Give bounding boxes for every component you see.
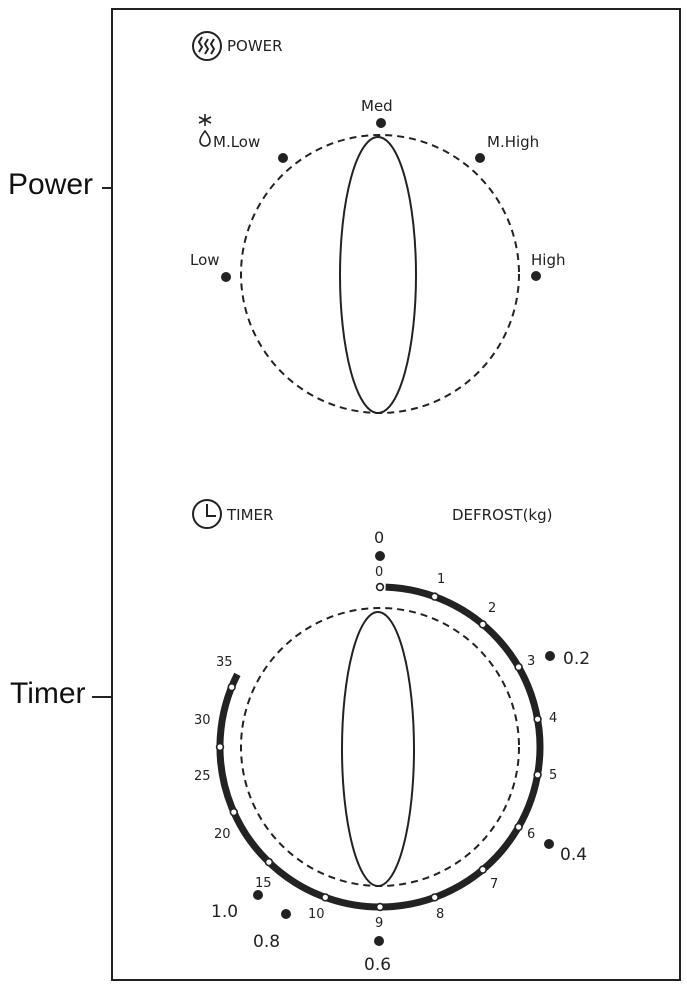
defrost-dot-0-4 [544, 839, 554, 849]
timer-tick-5 [533, 770, 542, 779]
power-label-high: High [531, 251, 565, 269]
minute-label-1: 1 [437, 572, 445, 587]
power-header: POWER [192, 31, 283, 61]
timer-tick-0 [375, 582, 385, 592]
power-knob-handle[interactable] [339, 136, 417, 414]
defrost-label-0-8: 0.8 [253, 932, 280, 952]
minute-label-0: 0 [375, 565, 383, 580]
timer-scale-arc [216, 583, 544, 911]
timer-tick-3 [514, 662, 523, 672]
minute-label-25: 25 [194, 769, 211, 784]
defrost-label-0-6: 0.6 [364, 955, 391, 975]
minute-label-6: 6 [527, 827, 535, 842]
minute-label-4: 4 [549, 711, 557, 726]
defrost-dot-0-2 [545, 651, 555, 661]
timer-top-zero-label: 0 [374, 528, 384, 547]
minute-label-3: 3 [527, 654, 535, 669]
power-dial[interactable] [240, 134, 520, 414]
timer-callout-label: Timer [10, 677, 86, 710]
minute-label-20: 20 [214, 827, 231, 842]
minute-label-10: 10 [308, 907, 325, 922]
snowflake-drop-icon [198, 114, 212, 147]
timer-tick-6 [514, 822, 523, 832]
minute-label-2: 2 [488, 601, 496, 616]
power-label-mhigh: M.High [487, 133, 539, 151]
timer-dial[interactable] [215, 582, 544, 912]
power-label-low: Low [190, 251, 220, 269]
power-label-med: Med [361, 97, 393, 115]
timer-minute-labels: 0 1 2 3 4 5 6 7 8 9 10 15 20 25 30 35 [194, 565, 557, 931]
timer-tick-10 [321, 893, 330, 902]
defrost-dot-0-8 [281, 909, 291, 919]
timer-tick-4 [533, 714, 542, 724]
timer-tick-1 [430, 592, 439, 601]
microwave-waves-icon [192, 31, 222, 61]
timer-top-zero-dot [375, 551, 385, 561]
timer-tick-8 [430, 893, 439, 902]
defrost-title: DEFROST(kg) [452, 506, 552, 524]
defrost-label-0-2: 0.2 [563, 649, 590, 669]
power-label-mlow: M.Low [213, 133, 260, 151]
power-dot-low [221, 272, 231, 282]
power-dot-high [531, 271, 541, 281]
timer-tick-9 [375, 902, 385, 912]
timer-knob-handle[interactable] [341, 611, 415, 887]
minute-label-35: 35 [216, 655, 233, 670]
timer-tick-11 [264, 857, 274, 867]
power-callout-label: Power [8, 168, 94, 201]
power-dot-mlow [278, 153, 288, 163]
minute-label-30: 30 [194, 713, 211, 728]
minute-label-5: 5 [549, 768, 557, 783]
defrost-label-1-0: 1.0 [211, 902, 238, 922]
power-dot-mhigh [475, 153, 485, 163]
power-dot-med [376, 118, 386, 128]
minute-label-8: 8 [436, 907, 444, 922]
timer-header: TIMER DEFROST(kg) [192, 499, 552, 529]
defrost-label-0-4: 0.4 [560, 845, 587, 865]
clock-icon [192, 499, 222, 529]
timer-tick-2 [478, 620, 487, 629]
timer-title: TIMER [226, 506, 273, 524]
timer-tick-12 [229, 807, 239, 817]
defrost-dot-0-6 [374, 936, 384, 946]
defrost-dot-1-0 [253, 890, 263, 900]
minute-label-9: 9 [375, 916, 383, 931]
timer-tick-7 [478, 865, 487, 874]
timer-tick-marks [215, 582, 542, 912]
power-title: POWER [227, 37, 283, 55]
timer-tick-13 [215, 742, 225, 752]
minute-label-7: 7 [490, 877, 498, 892]
timer-tick-14 [227, 682, 236, 692]
minute-label-15: 15 [255, 876, 272, 891]
